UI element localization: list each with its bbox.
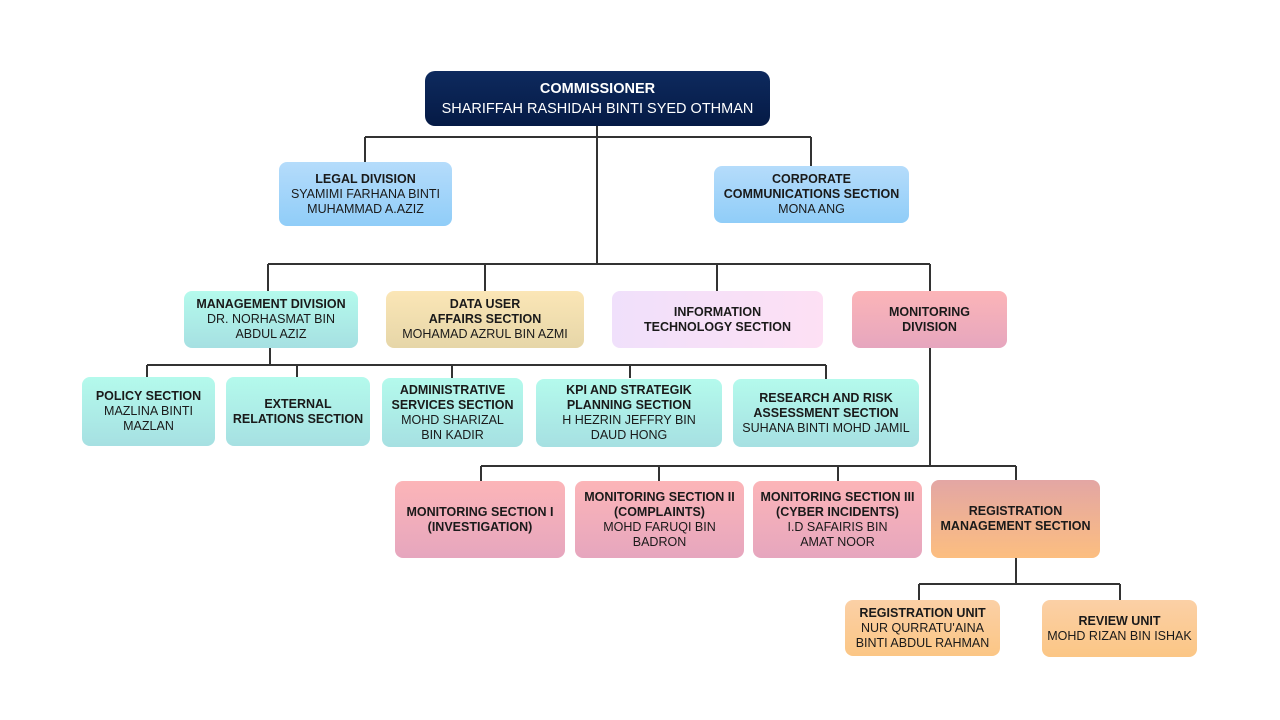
- node-title: LEGAL DIVISION: [315, 171, 416, 186]
- node-administrative-services: ADMINISTRATIVE SERVICES SECTION MOHD SHA…: [382, 378, 523, 447]
- node-title: POLICY SECTION: [95, 389, 202, 403]
- node-title: DATA USER AFFAIRS SECTION: [428, 297, 542, 326]
- node-title: MONITORING SECTION I (INVESTIGATION): [406, 504, 554, 534]
- node-monitoring-section-3: MONITORING SECTION III (CYBER INCIDENTS)…: [753, 481, 922, 558]
- node-monitoring-section-2: MONITORING SECTION II (COMPLAINTS) MOHD …: [575, 481, 744, 558]
- node-person: MOHD FARUQI BIN BADRON: [603, 519, 716, 549]
- node-title: ADMINISTRATIVE SERVICES SECTION: [391, 382, 514, 412]
- node-person: MOHD RIZAN BIN ISHAK: [1047, 628, 1192, 643]
- node-monitoring-division: MONITORING DIVISION: [852, 291, 1007, 348]
- node-external-relations: EXTERNAL RELATIONS SECTION: [226, 377, 370, 446]
- node-title: REVIEW UNIT: [1078, 613, 1161, 628]
- node-corporate-communications: CORPORATE COMMUNICATIONS SECTION MONA AN…: [714, 166, 909, 223]
- node-policy-section: POLICY SECTION MAZLINA BINTI MAZLAN: [82, 377, 215, 446]
- node-research-risk-assessment: RESEARCH AND RISK ASSESSMENT SECTION SUH…: [733, 379, 919, 447]
- node-title: MONITORING SECTION III (CYBER INCIDENTS): [760, 489, 915, 519]
- node-person: SHARIFFAH RASHIDAH BINTI SYED OTHMAN: [441, 100, 754, 117]
- node-title: KPI AND STRATEGIK PLANNING SECTION: [566, 383, 692, 412]
- node-person: MOHD SHARIZAL BIN KADIR: [401, 412, 504, 442]
- node-monitoring-section-1: MONITORING SECTION I (INVESTIGATION): [395, 481, 565, 558]
- node-management-division: MANAGEMENT DIVISION DR. NORHASMAT BIN AB…: [184, 291, 358, 348]
- node-person: SUHANA BINTI MOHD JAMIL: [742, 420, 910, 435]
- node-person: H HEZRIN JEFFRY BIN DAUD HONG: [562, 413, 696, 442]
- node-title: MANAGEMENT DIVISION: [196, 297, 346, 311]
- node-title: INFORMATION TECHNOLOGY SECTION: [643, 304, 791, 334]
- node-registration-management: REGISTRATION MANAGEMENT SECTION: [931, 480, 1100, 558]
- node-kpi-strategic-planning: KPI AND STRATEGIK PLANNING SECTION H HEZ…: [536, 379, 722, 447]
- node-person: MAZLINA BINTI MAZLAN: [104, 404, 193, 433]
- node-title: MONITORING DIVISION: [888, 304, 971, 334]
- node-person: MONA ANG: [778, 202, 845, 216]
- node-person: SYAMIMI FARHANA BINTI MUHAMMAD A.AZIZ: [290, 186, 441, 216]
- node-title: RESEARCH AND RISK ASSESSMENT SECTION: [753, 390, 899, 420]
- node-information-technology: INFORMATION TECHNOLOGY SECTION: [612, 291, 823, 348]
- node-legal-division: LEGAL DIVISION SYAMIMI FARHANA BINTI MUH…: [279, 162, 452, 226]
- node-title: COMMISSIONER: [539, 80, 656, 97]
- node-title: REGISTRATION UNIT: [859, 605, 986, 620]
- node-registration-unit: REGISTRATION UNIT NUR QURRATU'AINA BINTI…: [845, 600, 1000, 656]
- node-person: I.D SAFAIRIS BIN AMAT NOOR: [787, 519, 888, 549]
- node-person: MOHAMAD AZRUL BIN AZMI: [402, 327, 568, 341]
- node-title: MONITORING SECTION II (COMPLAINTS): [584, 489, 735, 519]
- node-title: REGISTRATION MANAGEMENT SECTION: [940, 504, 1091, 533]
- node-review-unit: REVIEW UNIT MOHD RIZAN BIN ISHAK: [1042, 600, 1197, 657]
- node-title: EXTERNAL RELATIONS SECTION: [232, 396, 364, 426]
- node-title: CORPORATE COMMUNICATIONS SECTION: [723, 172, 900, 201]
- node-data-user-affairs: DATA USER AFFAIRS SECTION MOHAMAD AZRUL …: [386, 291, 584, 348]
- node-person: DR. NORHASMAT BIN ABDUL AZIZ: [206, 312, 336, 341]
- node-person: NUR QURRATU'AINA BINTI ABDUL RAHMAN: [855, 620, 990, 650]
- node-commissioner: COMMISSIONER SHARIFFAH RASHIDAH BINTI SY…: [425, 71, 770, 126]
